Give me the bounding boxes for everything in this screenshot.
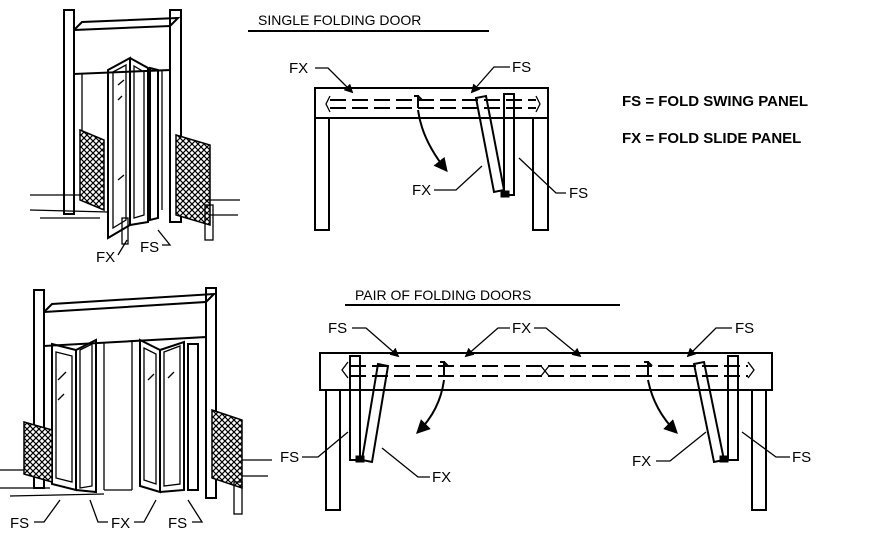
pair-right-fs-panel xyxy=(159,340,185,493)
single-door-isometric: FX FS xyxy=(29,9,240,266)
pair-plan-left-fx xyxy=(360,362,390,464)
pair-left-fx-panel xyxy=(75,338,97,494)
header xyxy=(73,24,171,76)
single-fx-top-label: FX xyxy=(289,60,308,77)
pair-right-leg xyxy=(751,390,767,511)
pair-right-fx-panel xyxy=(139,338,161,494)
pair-plan-right-fs xyxy=(727,355,739,461)
pair-header-plan xyxy=(319,352,773,391)
single-fs-panel xyxy=(503,93,515,196)
pair-fs-right: FS xyxy=(792,449,811,466)
single-fs-top-label: FS xyxy=(512,59,531,76)
pair-fs-top-right: FS xyxy=(735,320,754,337)
single-swing-arrow xyxy=(417,109,448,173)
iso-pair-fs-left: FS xyxy=(10,515,29,532)
pair-left-swing-arrow xyxy=(416,379,445,434)
single-door-plan: SINGLE FOLDING DOOR FX FS FX FS xyxy=(248,12,588,231)
left-jamb xyxy=(63,9,75,215)
single-left-leg xyxy=(314,118,330,231)
pair-fx-top: FX xyxy=(512,320,531,337)
pair-door-title: PAIR OF FOLDING DOORS xyxy=(355,287,531,303)
single-right-leg xyxy=(532,118,549,231)
pair-plan-left-fs xyxy=(349,355,361,461)
single-fx-panel xyxy=(474,94,506,194)
pair-right-jamb xyxy=(205,287,217,499)
pair-fx-right: FX xyxy=(632,453,651,470)
pair-right-swing-arrow xyxy=(647,379,678,434)
legend: FS = FOLD SWING PANEL FX = FOLD SLIDE PA… xyxy=(622,93,808,147)
iso-single-fx-label: FX xyxy=(96,249,115,266)
pair-left-mesh xyxy=(23,421,53,483)
pair-fx-left: FX xyxy=(432,469,451,486)
pair-fs-top-left: FS xyxy=(328,320,347,337)
iso-pair-fs-right: FS xyxy=(168,515,187,532)
iso-pair-fx-left: FX xyxy=(111,515,130,532)
left-mesh-panel xyxy=(79,128,105,212)
pair-door-isometric: FS FX FS xyxy=(0,287,272,532)
single-fx-bottom-label: FX xyxy=(412,182,431,199)
fs-panel xyxy=(129,57,149,226)
single-fs-bottom-label: FS xyxy=(569,185,588,202)
right-mesh-panel xyxy=(175,133,211,227)
pair-door-plan: PAIR OF FOLDING DOORS FS FX FS FS xyxy=(280,287,811,511)
right-jamb xyxy=(169,9,182,223)
legend-fs: FS = FOLD SWING PANEL xyxy=(622,93,808,110)
pair-header xyxy=(43,300,207,348)
pair-left-leg xyxy=(325,390,341,511)
single-door-title: SINGLE FOLDING DOOR xyxy=(258,12,421,28)
iso-single-fs-label: FS xyxy=(140,239,159,256)
pair-right-mesh xyxy=(211,408,243,490)
legend-fx: FX = FOLD SLIDE PANEL xyxy=(622,130,801,147)
pair-fs-left: FS xyxy=(280,449,299,466)
